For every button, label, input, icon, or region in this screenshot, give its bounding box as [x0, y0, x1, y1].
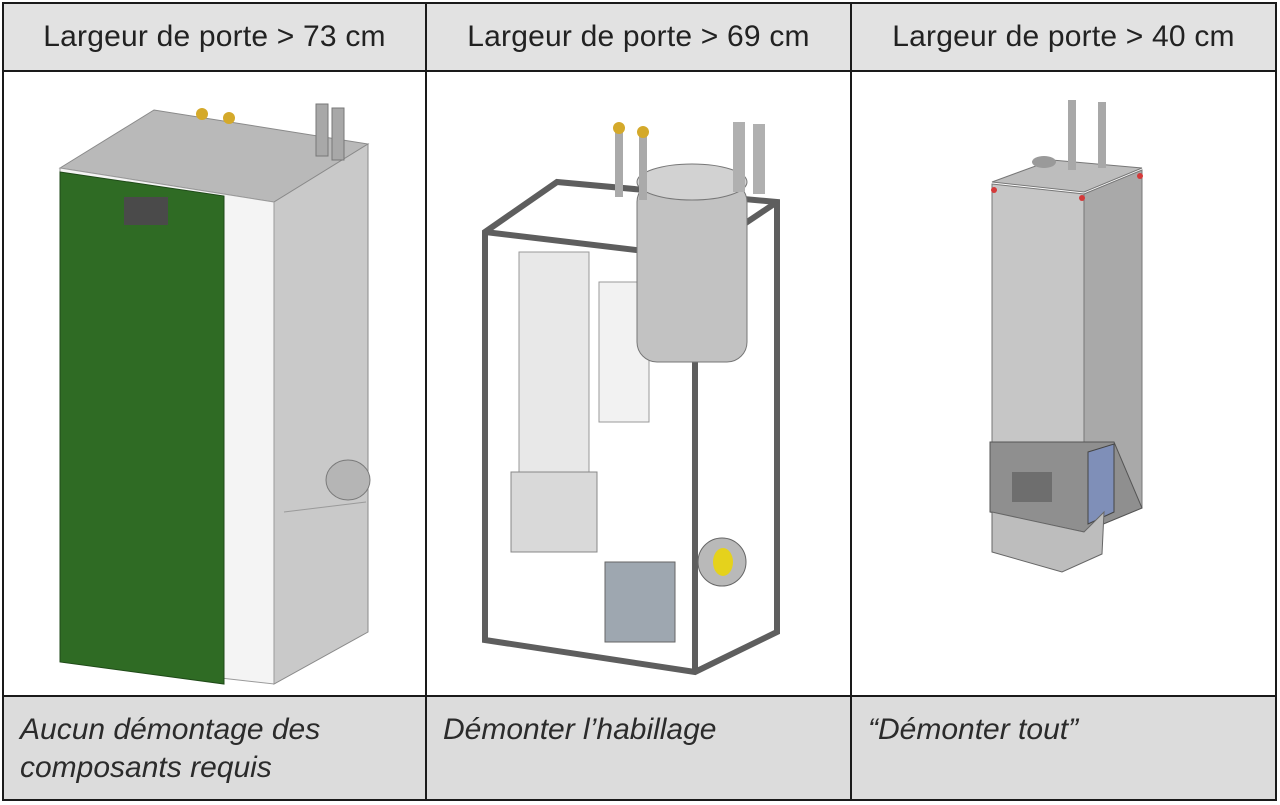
caption-cell-2: Démonter l’habillage [427, 697, 852, 801]
boiler-no-casing-illustration [482, 122, 780, 676]
header-cell-2: Largeur de porte > 69 cm [427, 2, 852, 72]
header-label-1: Largeur de porte > 73 cm [43, 20, 386, 53]
caption-text-2: Démonter l’habillage [443, 713, 717, 746]
image-cell-1 [2, 72, 427, 697]
caption-text-1: Aucun démontage des composants requis [20, 713, 321, 784]
header-label-3: Largeur de porte > 40 cm [892, 20, 1235, 53]
header-cell-1: Largeur de porte > 73 cm [2, 2, 427, 72]
image-cell-3 [852, 72, 1277, 697]
header-cell-3: Largeur de porte > 40 cm [852, 2, 1277, 72]
caption-cell-1: Aucun démontage des composants requis [2, 697, 427, 801]
caption-text-3: “Démonter tout” [868, 713, 1079, 746]
image-cell-2 [427, 72, 852, 697]
boiler-body-only-illustration [989, 100, 1143, 573]
caption-cell-3: “Démonter tout” [852, 697, 1277, 801]
header-label-2: Largeur de porte > 69 cm [467, 20, 810, 53]
boiler-complete-illustration [58, 103, 371, 685]
